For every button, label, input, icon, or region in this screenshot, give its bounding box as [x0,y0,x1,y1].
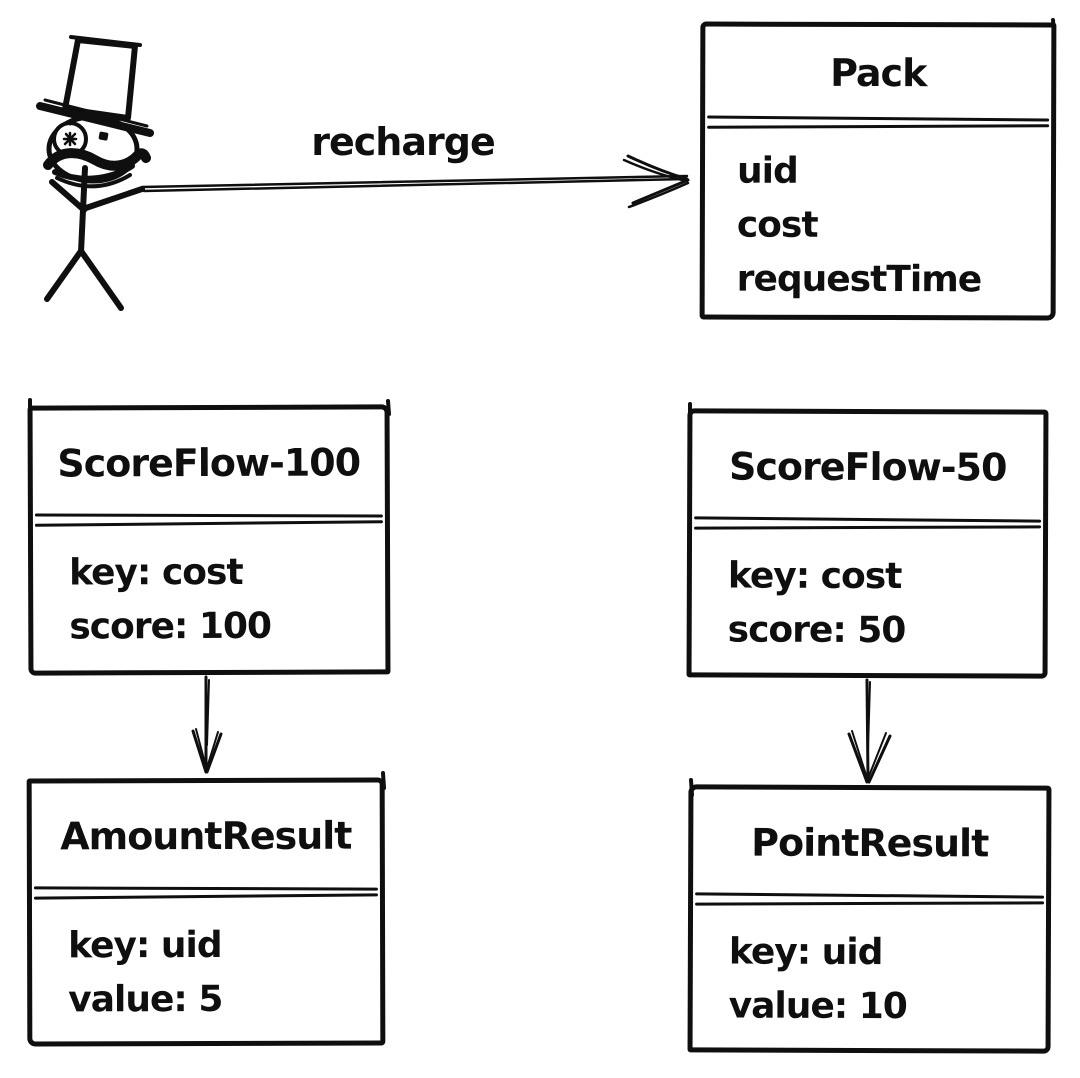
node-scoreflow50: ScoreFlow-50 key: cost score: 50 [686,408,1049,679]
node-scoreflow100-title: ScoreFlow-100 [57,440,361,486]
actor-right-arm [80,186,145,212]
actor-hat-top-edge [69,35,142,47]
edge-flow50-arrowhead [847,732,892,784]
field-cost: cost [736,204,818,246]
edge-flow50-arrow [847,678,892,784]
node-pointresult: PointResult key: uid value: 10 [687,784,1052,1054]
actor-hat-brim-line [43,98,149,128]
node-pointresult-title: PointResult [751,820,989,866]
node-pack-title: Pack [830,50,927,96]
separator-line [34,513,383,518]
field-score-100: score: 100 [69,605,272,648]
field-uid: uid [736,150,798,192]
edge-flow50-shaft [865,678,870,782]
node-amountresult-title: AmountResult [60,813,352,859]
node-pointresult-fields: key: uid value: 10 [729,926,1038,1035]
separator-line [34,520,383,527]
actor-left-arm [49,179,87,213]
edge-flow100-shaft-double [206,679,210,746]
edge-flow100-arrow [191,675,223,774]
field-value-5: value: 5 [68,978,223,1021]
separator-line [695,901,1045,906]
edge-flow50-arrowhead-double [851,730,887,782]
separator-line [707,124,1050,129]
field-value-10: value: 10 [728,985,907,1028]
node-pack-fields: uid cost requestTime [737,145,1043,308]
node-scoreflow100: ScoreFlow-100 key: cost score: 100 [27,404,391,676]
actor-hat-brim [36,102,154,137]
separator-line [694,525,1042,530]
field-key-uid: key: uid [68,924,222,967]
actor-right-eye [98,131,109,141]
node-scoreflow50-title: ScoreFlow-50 [729,444,1007,490]
node-amountresult-separator [33,886,378,900]
edge-flow100-arrowhead-double [195,728,219,772]
actor-mustache [43,148,151,171]
actor-left-leg [44,248,84,302]
field-key-cost: key: cost [69,551,243,594]
edge-recharge-shaft [140,174,689,193]
actor-mustache-lower [52,163,135,182]
field-score-50: score: 50 [727,609,906,652]
edge-flow50-shaft-double [867,681,871,751]
node-scoreflow100-fields: key: cost score: 100 [69,545,377,654]
node-scoreflow100-separator [34,513,383,527]
separator-line [33,893,378,900]
node-amountresult: AmountResult key: uid value: 5 [26,777,386,1047]
actor-monocle-pupil [62,131,78,147]
actor-monocle-stem [68,114,79,126]
node-scoreflow50-fields: key: cost score: 50 [728,550,1035,659]
node-amountresult-fields: key: uid value: 5 [68,919,372,1028]
actor-right-leg [78,248,124,311]
node-pointresult-separator [695,892,1045,906]
separator-line [707,115,1050,122]
field-key-cost: key: cost [727,555,902,598]
actor-figure [36,35,154,311]
node-scoreflow50-separator [694,516,1042,530]
field-requestTime: requestTime [736,258,982,301]
corner-overshoots [28,18,1056,797]
actor-jaw [55,173,132,189]
edge-flow100-arrowhead [191,729,223,774]
node-pack: Pack uid cost requestTime [699,21,1057,321]
edge-label-recharge: recharge [311,120,495,164]
edge-recharge-arrowhead-double [622,158,690,209]
edge-recharge-arrow [140,154,690,209]
field-key-uid: key: uid [728,931,883,974]
separator-line [33,886,378,891]
edge-recharge-arrowhead [626,154,690,205]
node-pack-separator [707,115,1050,129]
